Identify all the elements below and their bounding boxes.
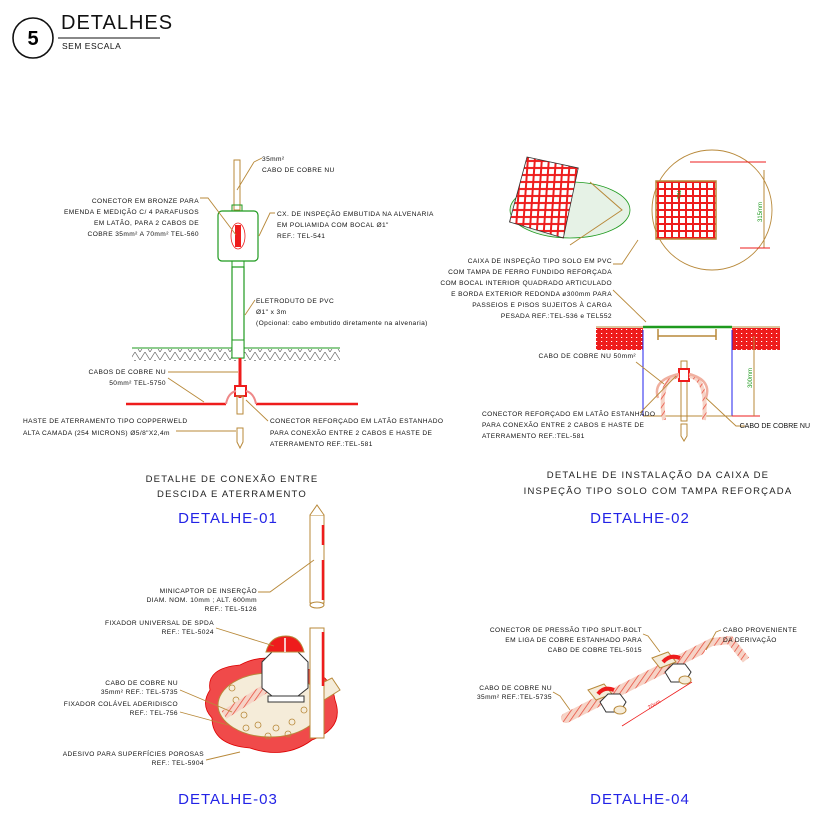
note-cable-name: CABO DE COBRE NU bbox=[262, 167, 335, 174]
note-cables: 50mm² TEL-5750 bbox=[109, 380, 166, 387]
sheet-subtitle: SEM ESCALA bbox=[62, 41, 121, 51]
note-bronze-connector: CONECTOR EM BRONZE PARA bbox=[92, 198, 199, 205]
note-derivation: DA DERIVAÇÃO bbox=[723, 635, 777, 644]
note-minicaptor: DIAM. NOM. 10mm ; ALT. 600mm bbox=[147, 597, 257, 604]
detail-03-drawing bbox=[179, 504, 341, 761]
note-inspection-box: CX. DE INSPEÇÃO EMBUTIDA NA ALVENARIA bbox=[277, 209, 434, 218]
note-cable: CABO DE COBRE NU bbox=[740, 423, 810, 430]
note-connector: ATERRAMENTO REF.:TEL-581 bbox=[270, 441, 373, 448]
note-cable-50: CABO DE COBRE NU 50mm² bbox=[539, 353, 637, 360]
detail-02-caption: INSPEÇÃO TIPO SOLO COM TAMPA REFORÇADA bbox=[524, 486, 793, 497]
note-inspection-box: REF.: TEL-541 bbox=[277, 233, 325, 240]
note-box: CAIXA DE INSPEÇÃO TIPO SOLO EM PVC bbox=[468, 256, 612, 265]
note-box: E BORDA EXTERIOR REDONDA ø300mm PARA bbox=[451, 291, 612, 298]
detail-01-caption: DETALHE DE CONEXÃO ENTRE bbox=[146, 474, 319, 485]
detail-01-label: DETALHE-01 bbox=[178, 510, 278, 527]
note-fixer: FIXADOR UNIVERSAL DE SPDA bbox=[105, 620, 214, 627]
detail-02-drawing: TEL 315mm 300mm bbox=[508, 149, 780, 442]
detail-number: 5 bbox=[27, 28, 38, 50]
note-derivation: CABO PROVENIENTE bbox=[723, 627, 797, 634]
note-splitbolt: CONECTOR DE PRESSÃO TIPO SPLIT-BOLT bbox=[490, 625, 642, 634]
note-conduit: (Opcional: cabo embutido diretamente na … bbox=[256, 320, 428, 327]
note-bronze-connector: EM LATÃO, PARA 2 CABOS DE bbox=[94, 218, 199, 227]
note-connector: PARA CONEXÃO ENTRE 2 CABOS E HASTE DE bbox=[270, 428, 433, 437]
note-box: PASSEIOS E PISOS SUJEITOS À CARGA bbox=[472, 300, 612, 309]
dimension-300: 300mm bbox=[748, 368, 754, 388]
note-bronze-connector: EMENDA E MEDIÇÃO C/ 4 PARAFUSOS bbox=[64, 207, 199, 216]
detail-02-label: DETALHE-02 bbox=[590, 510, 690, 527]
detail-02-caption: DETALHE DE INSTALAÇÃO DA CAIXA DE bbox=[547, 470, 769, 481]
detail-04-annotations: CONECTOR DE PRESSÃO TIPO SPLIT-BOLT EM L… bbox=[477, 625, 797, 808]
note-inspection-box: EM POLIAMIDA COM BOCAL Ø1" bbox=[277, 222, 389, 229]
dimension-20cm: 20cm bbox=[647, 699, 662, 711]
note-connector: CONECTOR REFORÇADO EM LATÃO ESTANHADO bbox=[482, 409, 655, 418]
note-fixer: REF.: TEL-5024 bbox=[162, 629, 214, 636]
detail-03-annotations: MINICAPTOR DE INSERÇÃO DIAM. NOM. 10mm ;… bbox=[63, 586, 278, 808]
note-box: COM BOCAL INTERIOR QUADRADO ARTICULADO bbox=[440, 280, 612, 287]
note-adhesive: ADESIVO PARA SUPERFÍCIES POROSAS bbox=[63, 749, 204, 758]
note-box: COM TAMPA DE FERRO FUNDIDO REFORÇADA bbox=[448, 269, 612, 276]
note-disc: REF.: TEL-756 bbox=[130, 710, 178, 717]
detail-number-circle bbox=[12, 17, 54, 59]
dimension-315: 315mm bbox=[758, 202, 764, 222]
note-cables: CABOS DE COBRE NU bbox=[88, 369, 166, 376]
note-minicaptor: MINICAPTOR DE INSERÇÃO bbox=[160, 586, 257, 595]
detail-04-label: DETALHE-04 bbox=[590, 791, 690, 808]
note-conduit: Ø1" x 3m bbox=[256, 309, 287, 316]
note-cable: 35mm² REF.: TEL-5735 bbox=[101, 689, 178, 696]
note-splitbolt: CABO DE COBRE TEL-5015 bbox=[548, 647, 642, 654]
sheet-header: 5 DETALHES SEM ESCALA bbox=[12, 12, 173, 59]
note-box: PESADA REF.:TEL-536 e TEL552 bbox=[501, 313, 612, 320]
note-cable: 35mm² REF.:TEL-5735 bbox=[477, 694, 552, 701]
note-ground-rod: HASTE DE ATERRAMENTO TIPO COPPERWELD bbox=[23, 418, 188, 425]
detail-01-annotations: 35mm² CABO DE COBRE NU CONECTOR EM BRONZ… bbox=[23, 156, 443, 527]
note-connector: PARA CONEXÃO ENTRE 2 CABOS E HASTE DE bbox=[482, 420, 645, 429]
note-adhesive: REF.: TEL-5904 bbox=[152, 760, 204, 767]
note-connector: ATERRAMENTO REF.:TEL-581 bbox=[482, 433, 585, 440]
note-disc: FIXADOR COLÁVEL ADERIDISCO bbox=[64, 699, 178, 708]
note-cable: CABO DE COBRE NU bbox=[479, 685, 552, 692]
note-cable-size: 35mm² bbox=[262, 156, 285, 163]
note-ground-rod: ALTA CAMADA (254 MICRONS) Ø5/8"X2,4m bbox=[23, 430, 170, 437]
note-conduit: ELETRODUTO DE PVC bbox=[256, 298, 334, 305]
svg-text:TEL: TEL bbox=[675, 190, 681, 199]
detail-02-annotations: CAIXA DE INSPEÇÃO TIPO SOLO EM PVC COM T… bbox=[440, 256, 810, 527]
note-connector: CONECTOR REFORÇADO EM LATÃO ESTANHADO bbox=[270, 416, 443, 425]
sheet-title: DETALHES bbox=[61, 12, 173, 34]
detail-04-drawing: 20cm bbox=[552, 629, 750, 727]
detail-03-label: DETALHE-03 bbox=[178, 791, 278, 808]
note-cable: CABO DE COBRE NU bbox=[105, 680, 178, 687]
detail-01-caption: DESCIDA E ATERRAMENTO bbox=[157, 489, 307, 500]
detail-01-drawing bbox=[126, 157, 358, 450]
note-splitbolt: EM LIGA DE COBRE ESTANHADO PARA bbox=[505, 637, 642, 644]
note-minicaptor: REF.: TEL-5126 bbox=[205, 606, 257, 613]
note-bronze-connector: COBRE 35mm² A 70mm² TEL-560 bbox=[88, 231, 199, 238]
